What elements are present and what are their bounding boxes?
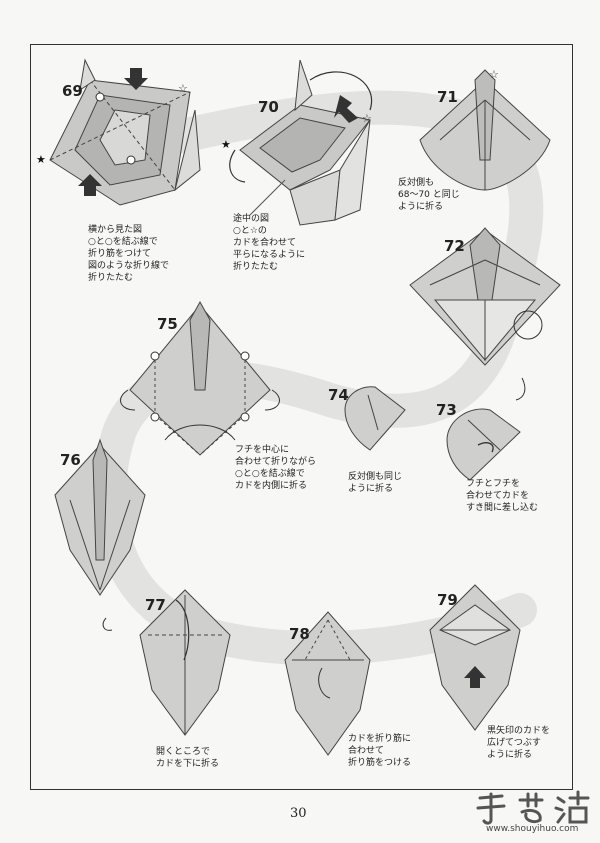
svg-text:★: ★	[221, 138, 231, 151]
step-caption: フチとフチを 合わせてカドを すき間に差し込む	[466, 479, 539, 513]
step-caption: 横から見た図 ○と○を結ぶ線で 折り筋をつけて 図のような折り線で 折りたたむ	[88, 225, 170, 283]
step-number: 71	[437, 88, 458, 106]
svg-text:★: ★	[36, 153, 46, 166]
step-caption: 反対側も同じ ように折る	[348, 472, 403, 494]
step-number: 69	[62, 82, 83, 100]
step-caption: 反対側も 68〜70 と同じ ように折る	[398, 178, 460, 212]
step-number: 70	[258, 98, 279, 116]
watermark-url: www.shouyihuo.com	[486, 824, 579, 834]
svg-text:☆: ☆	[178, 82, 188, 95]
step-number: 79	[437, 591, 458, 609]
step-caption: 黒矢印のカドを 広げてつぶす ように折る	[487, 726, 551, 760]
step-number: 72	[444, 237, 465, 255]
step-caption: フチを中心に 合わせて折りながら ○と○を結ぶ線で カドを内側に折る	[235, 445, 317, 491]
svg-text:☆: ☆	[489, 68, 499, 81]
page-number: 30	[290, 806, 307, 821]
step-number: 75	[157, 315, 178, 333]
step-caption: カドを折り筋に 合わせて 折り筋をつける	[348, 734, 412, 768]
step-caption: 途中の図 ○と☆の カドを合わせて 平らになるように 折りたたむ	[233, 214, 306, 272]
watermark-logo-icon	[476, 790, 590, 825]
step-number: 77	[145, 596, 166, 614]
step-number: 74	[328, 386, 349, 404]
step-caption: 開くところで カドを下に折る	[156, 747, 220, 769]
step-number: 73	[436, 401, 457, 419]
step-number: 78	[289, 625, 310, 643]
svg-text:☆: ☆	[362, 112, 372, 125]
watermark: www.shouyihuo.com	[472, 788, 592, 840]
page-frame	[30, 44, 573, 790]
step-number: 76	[60, 451, 81, 469]
